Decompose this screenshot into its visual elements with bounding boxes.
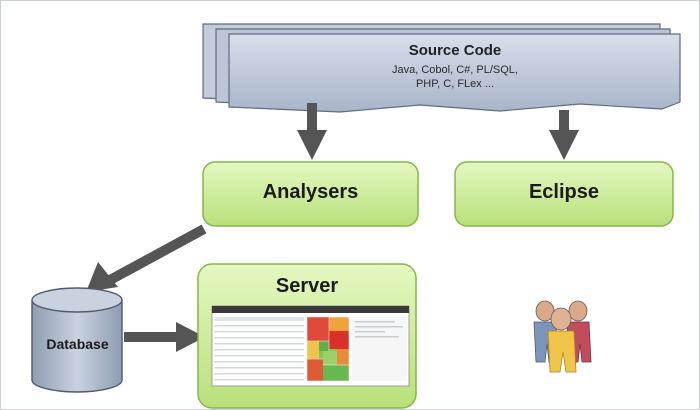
source-code-languages: Java, Cobol, C#, PL/SQL, PHP, C, FLex ..… <box>330 63 580 91</box>
database-label: Database <box>46 336 109 352</box>
source-code-title: Source Code <box>408 42 502 59</box>
source-code-languages-line-1: Java, Cobol, C#, PL/SQL, <box>392 64 518 76</box>
users-group-icon <box>533 300 592 373</box>
arrow-source-to-eclipse <box>549 110 579 160</box>
arrow-database-to-server <box>124 322 205 352</box>
analysers-label: Analysers <box>262 181 359 203</box>
analysers-box <box>202 161 419 227</box>
source-code-documents <box>202 23 681 113</box>
server-label: Server <box>275 275 339 297</box>
eclipse-label: Eclipse <box>528 181 600 203</box>
arrow-source-to-analysers <box>297 103 327 160</box>
arrow-analysers-to-database <box>86 224 207 292</box>
database-cylinder <box>31 287 123 393</box>
server-dashboard-thumbnail <box>211 305 410 387</box>
eclipse-box <box>454 161 674 227</box>
source-code-languages-line-2: PHP, C, FLex ... <box>415 78 495 90</box>
